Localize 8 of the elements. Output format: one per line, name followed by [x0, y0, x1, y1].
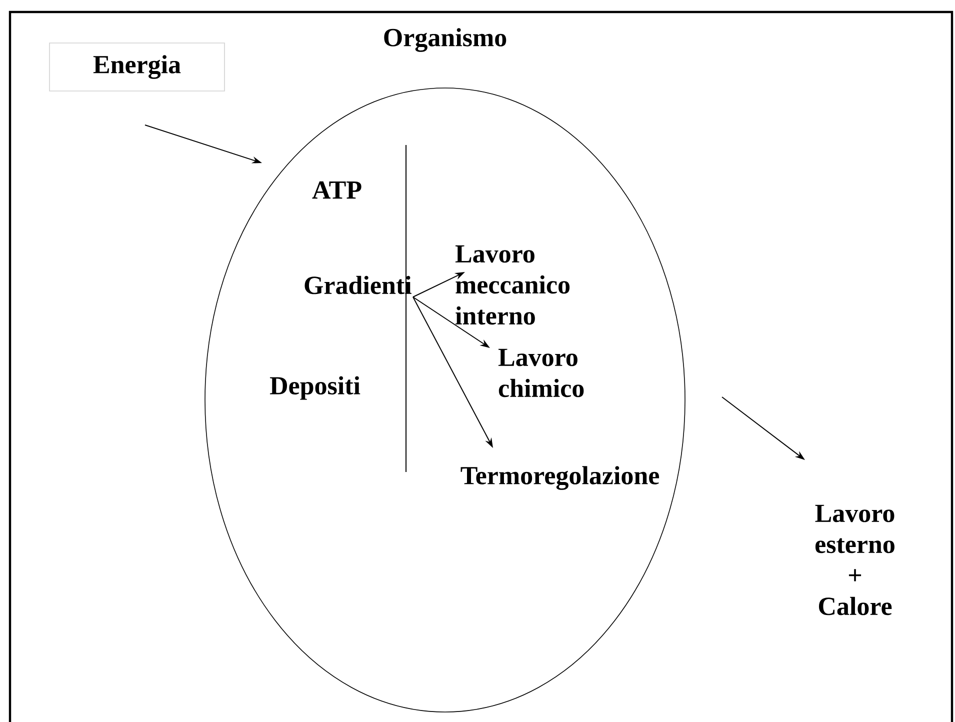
ellipse-heading: Organismo: [384, 28, 506, 52]
process-label: Lavoro chimico: [498, 348, 584, 398]
process-label: Depositi: [270, 376, 360, 400]
process-label: Lavoro meccanico interno: [455, 245, 570, 325]
process-label: ATP: [312, 181, 362, 199]
process-label: Termoregolazione: [460, 466, 660, 490]
output-label: Lavoro esterno + Calore: [815, 504, 894, 616]
energy-box: Energia: [49, 42, 225, 92]
